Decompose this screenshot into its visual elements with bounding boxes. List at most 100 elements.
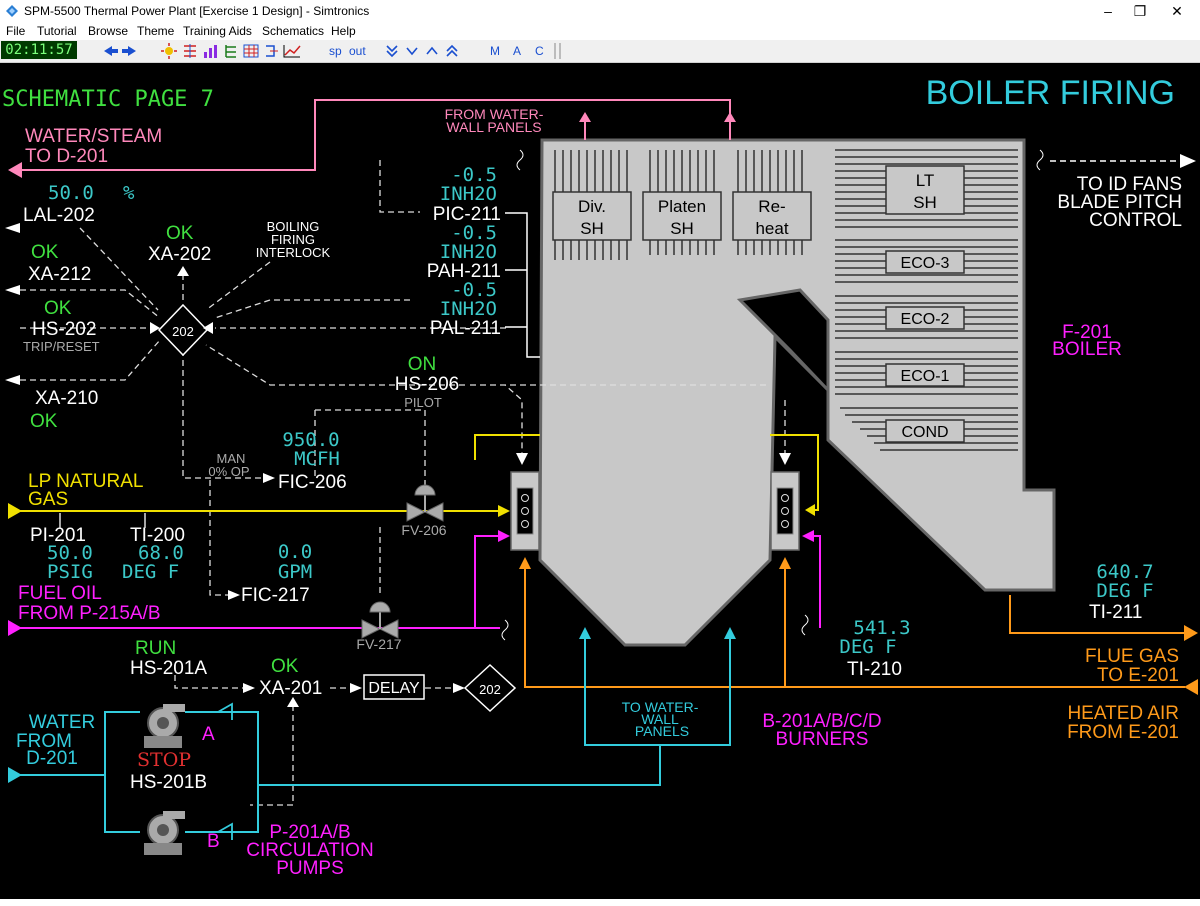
boiler-tag-1: F-201 [1062, 322, 1112, 343]
hs201b-tag[interactable]: HS-201B [130, 772, 207, 793]
interlock-202-delay[interactable]: 202 [463, 663, 517, 713]
status-strip [0, 899, 1200, 906]
double-chevron-down-icon[interactable] [386, 45, 398, 58]
double-chevron-up-icon[interactable] [446, 44, 458, 57]
menu-schematics[interactable]: Schematics [262, 24, 325, 38]
pump-p201b[interactable] [144, 811, 185, 855]
menu-file[interactable]: File [6, 24, 26, 38]
trend-icon[interactable] [283, 45, 301, 58]
auto-mode-button[interactable]: A [513, 44, 522, 58]
burner-left[interactable] [510, 471, 540, 551]
boiler-f201[interactable]: Div. SH Platen SH Re- heat LT SH ECO-3 E… [538, 138, 1056, 647]
fic217-value[interactable]: 0.0 [278, 541, 312, 563]
manual-mode-button[interactable]: M [490, 44, 500, 58]
eco3-section[interactable]: ECO-3 [885, 250, 965, 274]
cascade-mode-button[interactable]: C [535, 44, 544, 58]
div-sh-line1: Div. [578, 197, 606, 216]
pal211-tag[interactable]: PAL-211 [430, 318, 501, 339]
delay-block[interactable]: DELAY [363, 674, 425, 700]
xa201-tag[interactable]: XA-201 [259, 678, 322, 699]
pi201-value[interactable]: 50.0 [47, 542, 93, 564]
xa212-tag[interactable]: XA-212 [28, 264, 91, 285]
menu-help[interactable]: Help [331, 24, 356, 38]
fic217-tag[interactable]: FIC-217 [241, 585, 310, 606]
platen-sh-line1: Platen [658, 197, 706, 216]
chevron-down-icon[interactable] [406, 47, 418, 56]
window-titlebar: SPM-5500 Thermal Power Plant [Exercise 1… [0, 0, 1200, 22]
pumps-label-3: PUMPS [276, 858, 344, 879]
xa210-status: OK [30, 411, 58, 432]
xa201-status: OK [271, 656, 299, 677]
platen-sh-section[interactable]: Platen SH [642, 191, 722, 241]
burner-right[interactable] [770, 471, 800, 551]
reheat-section[interactable]: Re- heat [732, 191, 812, 241]
ti200-value[interactable]: 68.0 [138, 542, 184, 564]
eco1-section[interactable]: ECO-1 [885, 363, 965, 387]
pah211-tag[interactable]: PAH-211 [427, 261, 501, 282]
flue-gas-label-2: TO E-201 [1097, 665, 1179, 686]
grid-icon[interactable] [243, 44, 259, 58]
xa202-tag[interactable]: XA-202 [148, 244, 211, 265]
fic206-value[interactable]: 950.0 [282, 429, 339, 451]
separator-icon [554, 43, 561, 59]
connect-icon[interactable] [266, 45, 278, 57]
chevron-up-icon[interactable] [426, 46, 438, 55]
menu-theme[interactable]: Theme [137, 24, 175, 38]
eco2-section[interactable]: ECO-2 [885, 306, 965, 330]
page-label: SCHEMATIC PAGE 7 [2, 87, 214, 112]
interlock-202[interactable]: 202 [157, 303, 209, 357]
fic206-tag[interactable]: FIC-206 [278, 472, 347, 493]
forward-arrow-icon[interactable] [122, 46, 136, 56]
div-sh-section[interactable]: Div. SH [552, 191, 632, 241]
ti211-value[interactable]: 640.7 [1096, 561, 1153, 583]
ti200-tag[interactable]: TI-200 [130, 525, 185, 546]
tree-icon[interactable] [225, 45, 236, 58]
ti210-tag[interactable]: TI-210 [847, 659, 902, 680]
lal202-tag[interactable]: LAL-202 [23, 205, 95, 226]
menu-training-aids[interactable]: Training Aids [183, 24, 252, 38]
fv206-valve[interactable] [406, 484, 444, 522]
pic211-value[interactable]: -0.5 [451, 164, 497, 186]
interlock-label-3: INTERLOCK [256, 245, 331, 260]
menu-browse[interactable]: Browse [88, 24, 129, 38]
app-icon [6, 5, 18, 17]
man-label-2: 0% OP [208, 464, 249, 479]
pi201-tag[interactable]: PI-201 [30, 525, 86, 546]
reheat-line1: Re- [758, 197, 785, 216]
pal211-value[interactable]: -0.5 [451, 279, 497, 301]
hs201a-tag[interactable]: HS-201A [130, 658, 207, 679]
sun-icon[interactable] [161, 43, 177, 59]
ti211-tag[interactable]: TI-211 [1089, 602, 1143, 623]
water-steam-label-2: TO D-201 [25, 146, 108, 167]
pilot-signal-line [470, 384, 786, 455]
flow-icon[interactable] [184, 44, 196, 58]
delay-label: DELAY [368, 680, 420, 697]
hs206-tag[interactable]: HS-206 [395, 374, 459, 395]
minimize-button[interactable]: – [1104, 3, 1112, 19]
heated-air-label-1: HEATED AIR [1067, 703, 1179, 724]
page-title: BOILER FIRING [926, 74, 1175, 112]
maximize-button[interactable]: ❐ [1133, 3, 1147, 19]
pah211-value[interactable]: -0.5 [451, 222, 497, 244]
lt-sh-section[interactable]: LT SH [885, 165, 965, 215]
hs206-status: ON [408, 354, 437, 375]
xa210-tag[interactable]: XA-210 [35, 388, 98, 409]
sp-button[interactable]: sp [329, 44, 342, 58]
pic211-tag[interactable]: PIC-211 [433, 204, 501, 225]
back-arrow-icon[interactable] [104, 46, 118, 56]
ti211-unit: DEG F [1096, 580, 1153, 602]
fv217-valve[interactable] [361, 601, 399, 639]
eco3-label: ECO-3 [901, 255, 950, 272]
menu-tutorial[interactable]: Tutorial [37, 24, 77, 38]
interlock-arrowheads [5, 223, 465, 707]
pump-p201a[interactable] [144, 704, 185, 748]
from-waterwall-label-1: FROM WATER- [445, 106, 544, 122]
close-button[interactable]: ✕ [1171, 3, 1183, 19]
ti210-value[interactable]: 541.3 [853, 617, 910, 639]
lal202-value[interactable]: 50.0 [48, 182, 94, 204]
ti210-unit: DEG F [839, 636, 896, 658]
hs202-tag[interactable]: HS-202 [32, 319, 96, 340]
cond-section[interactable]: COND [885, 419, 965, 443]
out-button[interactable]: out [349, 44, 366, 58]
bars-icon[interactable] [204, 45, 217, 58]
